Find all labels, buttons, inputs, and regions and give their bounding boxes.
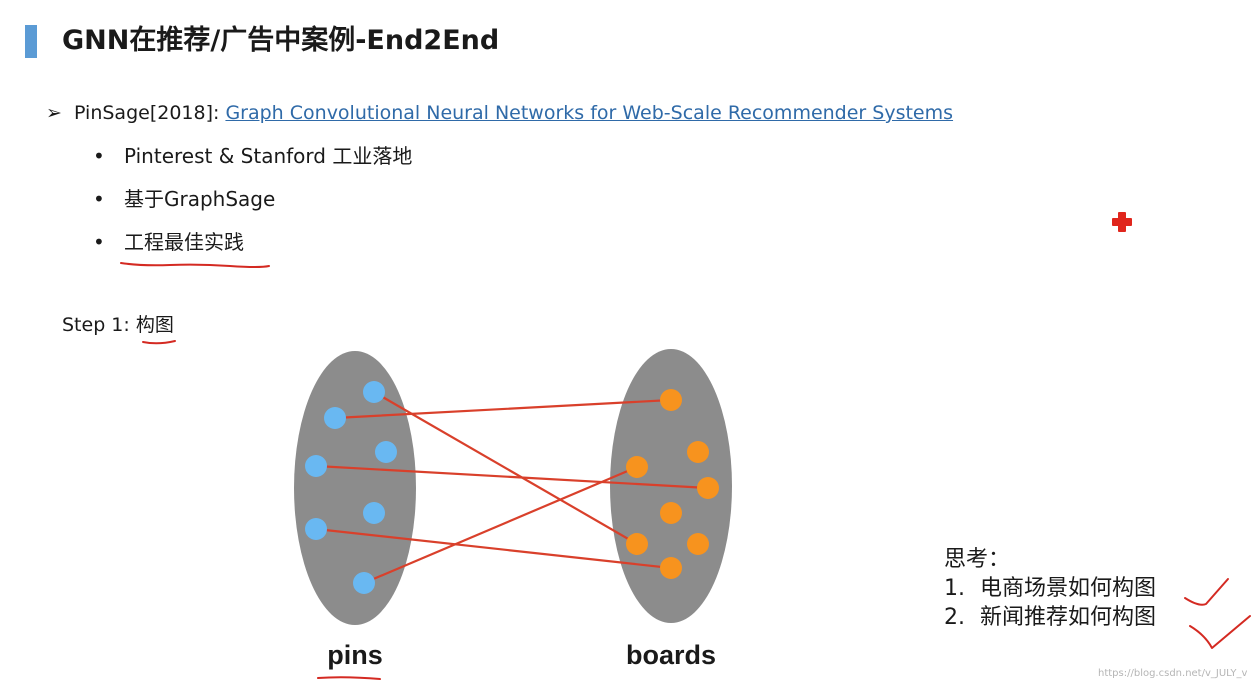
bipartite-graph: pins boards xyxy=(294,349,732,670)
bullet-text: 基于GraphSage xyxy=(124,187,276,211)
bullet-item: • Pinterest & Stanford 工业落地 xyxy=(93,142,412,170)
think-item: 1. 电商场景如何构图 xyxy=(944,574,1156,603)
board-node xyxy=(660,389,682,411)
pin-node xyxy=(305,518,327,540)
bullet-item: • 工程最佳实践 xyxy=(93,228,244,256)
bullet-dot-icon: • xyxy=(93,230,105,254)
check-mark xyxy=(1184,578,1229,606)
underline-mark xyxy=(142,340,176,345)
title-accent-bar xyxy=(25,25,37,58)
graph-edge xyxy=(314,527,673,570)
think-item-text: 新闻推荐如何构图 xyxy=(980,605,1157,630)
step-label: Step 1: 构图 xyxy=(62,314,174,336)
watermark: https://blog.csdn.net/v_JULY_v xyxy=(1098,668,1248,679)
paper-prefix: PinSage[2018]: xyxy=(74,102,226,124)
think-item-number: 1. xyxy=(944,576,965,601)
think-item: 2. 新闻推荐如何构图 xyxy=(944,603,1156,632)
board-nodes xyxy=(626,389,719,579)
bullet-text: Pinterest & Stanford 工业落地 xyxy=(124,144,413,168)
think-block: 思考： 1. 电商场景如何构图 2. 新闻推荐如何构图 xyxy=(944,545,1156,632)
pin-node xyxy=(305,455,327,477)
think-heading: 思考： xyxy=(944,547,1011,572)
graph-edge xyxy=(333,398,673,420)
board-node xyxy=(626,456,648,478)
edges xyxy=(314,390,710,585)
pin-node xyxy=(324,407,346,429)
graph-edge xyxy=(362,465,639,585)
pin-node xyxy=(353,572,375,594)
paper-bullet: ➢ PinSage[2018]: Graph Convolutional Neur… xyxy=(46,100,953,126)
think-item-text: 电商场景如何构图 xyxy=(980,576,1157,601)
underline-mark xyxy=(120,262,270,268)
board-node xyxy=(687,533,709,555)
board-node xyxy=(626,533,648,555)
arrow-bullet-icon: ➢ xyxy=(46,102,62,124)
board-node xyxy=(660,502,682,524)
graph-edge xyxy=(372,390,639,546)
pin-node xyxy=(363,502,385,524)
pin-node xyxy=(375,441,397,463)
bullet-text: 工程最佳实践 xyxy=(124,230,244,254)
graph-edge xyxy=(314,464,710,490)
cursor-icon xyxy=(1112,212,1132,232)
pins-label: pins xyxy=(327,640,383,670)
board-node xyxy=(660,557,682,579)
pin-node xyxy=(363,381,385,403)
board-node xyxy=(697,477,719,499)
bullet-item: • 基于GraphSage xyxy=(93,185,275,213)
board-node xyxy=(687,441,709,463)
slide-title: GNN在推荐/广告中案例-End2End xyxy=(62,25,500,56)
think-item-number: 2. xyxy=(944,605,965,630)
boards-label: boards xyxy=(626,640,716,670)
bullet-dot-icon: • xyxy=(93,187,105,211)
bullet-dot-icon: • xyxy=(93,144,105,168)
check-mark xyxy=(1189,615,1251,649)
paper-link[interactable]: Graph Convolutional Neural Networks for … xyxy=(225,102,954,124)
pin-nodes xyxy=(305,381,397,594)
